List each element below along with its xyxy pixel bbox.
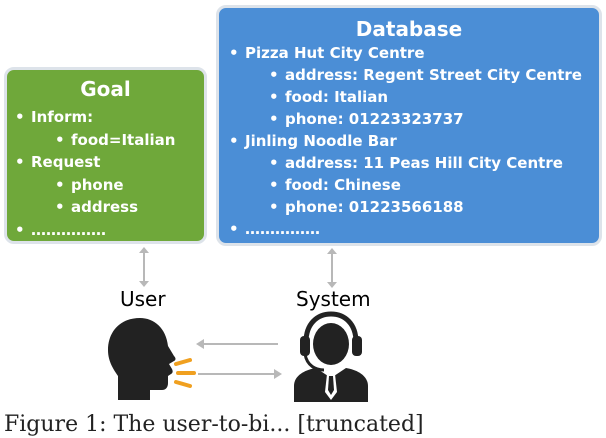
list-subitem: phone (71, 175, 124, 194)
bullet-marker: • (269, 88, 279, 106)
bullet-marker: • (269, 66, 279, 84)
bullet-marker: • (55, 130, 65, 149)
system-agent-headset-icon (294, 311, 368, 402)
bullet-marker: • (229, 44, 239, 62)
list-subitem: food: Chinese (285, 176, 401, 194)
goal-title: Goal (80, 77, 131, 101)
database-panel: Database • Pizza Hut City Centre • address:… (216, 5, 602, 246)
bullet-marker: • (229, 132, 239, 150)
user-to-system-arrow (198, 369, 282, 379)
bullet-marker: • (269, 176, 279, 194)
system-label: System (296, 287, 371, 311)
list-item: Inform: (31, 108, 94, 126)
bullet-marker: • (229, 220, 239, 238)
bullet-marker: • (55, 198, 65, 216)
database-title: Database (355, 17, 463, 41)
list-item: …………… (245, 220, 320, 238)
list-item: Pizza Hut City Centre (245, 44, 425, 62)
system-to-user-arrow (196, 339, 278, 349)
user-label: User (120, 287, 166, 311)
list-item: Request (31, 153, 101, 171)
figure-caption: Figure 1: The user-to-bi... [truncated] (4, 412, 424, 437)
list-item: …………… (31, 220, 106, 239)
bullet-marker: • (15, 153, 25, 171)
bullet-marker: • (269, 198, 279, 216)
speech-marks-icon (174, 358, 196, 388)
list-subitem: food=Italian (71, 130, 176, 149)
list-subitem: address: 11 Peas Hill City Centre (285, 154, 563, 172)
bullet-marker: • (15, 108, 25, 126)
list-subitem: food: Italian (285, 88, 389, 106)
bullet-marker: • (55, 175, 65, 194)
list-subitem: phone: 01223323737 (285, 110, 464, 128)
bullet-marker: • (15, 220, 25, 239)
user-speaking-icon (108, 318, 176, 400)
list-item: Jinling Noodle Bar (245, 132, 397, 150)
list-subitem: address (71, 198, 139, 216)
list-subitem: address: Regent Street City Centre (285, 66, 582, 84)
bullet-marker: • (269, 154, 279, 172)
list-subitem: phone: 01223566188 (285, 198, 464, 216)
bullet-marker: • (269, 110, 279, 128)
goal-panel: Goal • Inform: • food=Italian • Request • phone… (4, 67, 207, 244)
goal-user-connector (139, 247, 149, 287)
database-system-connector (327, 248, 337, 288)
